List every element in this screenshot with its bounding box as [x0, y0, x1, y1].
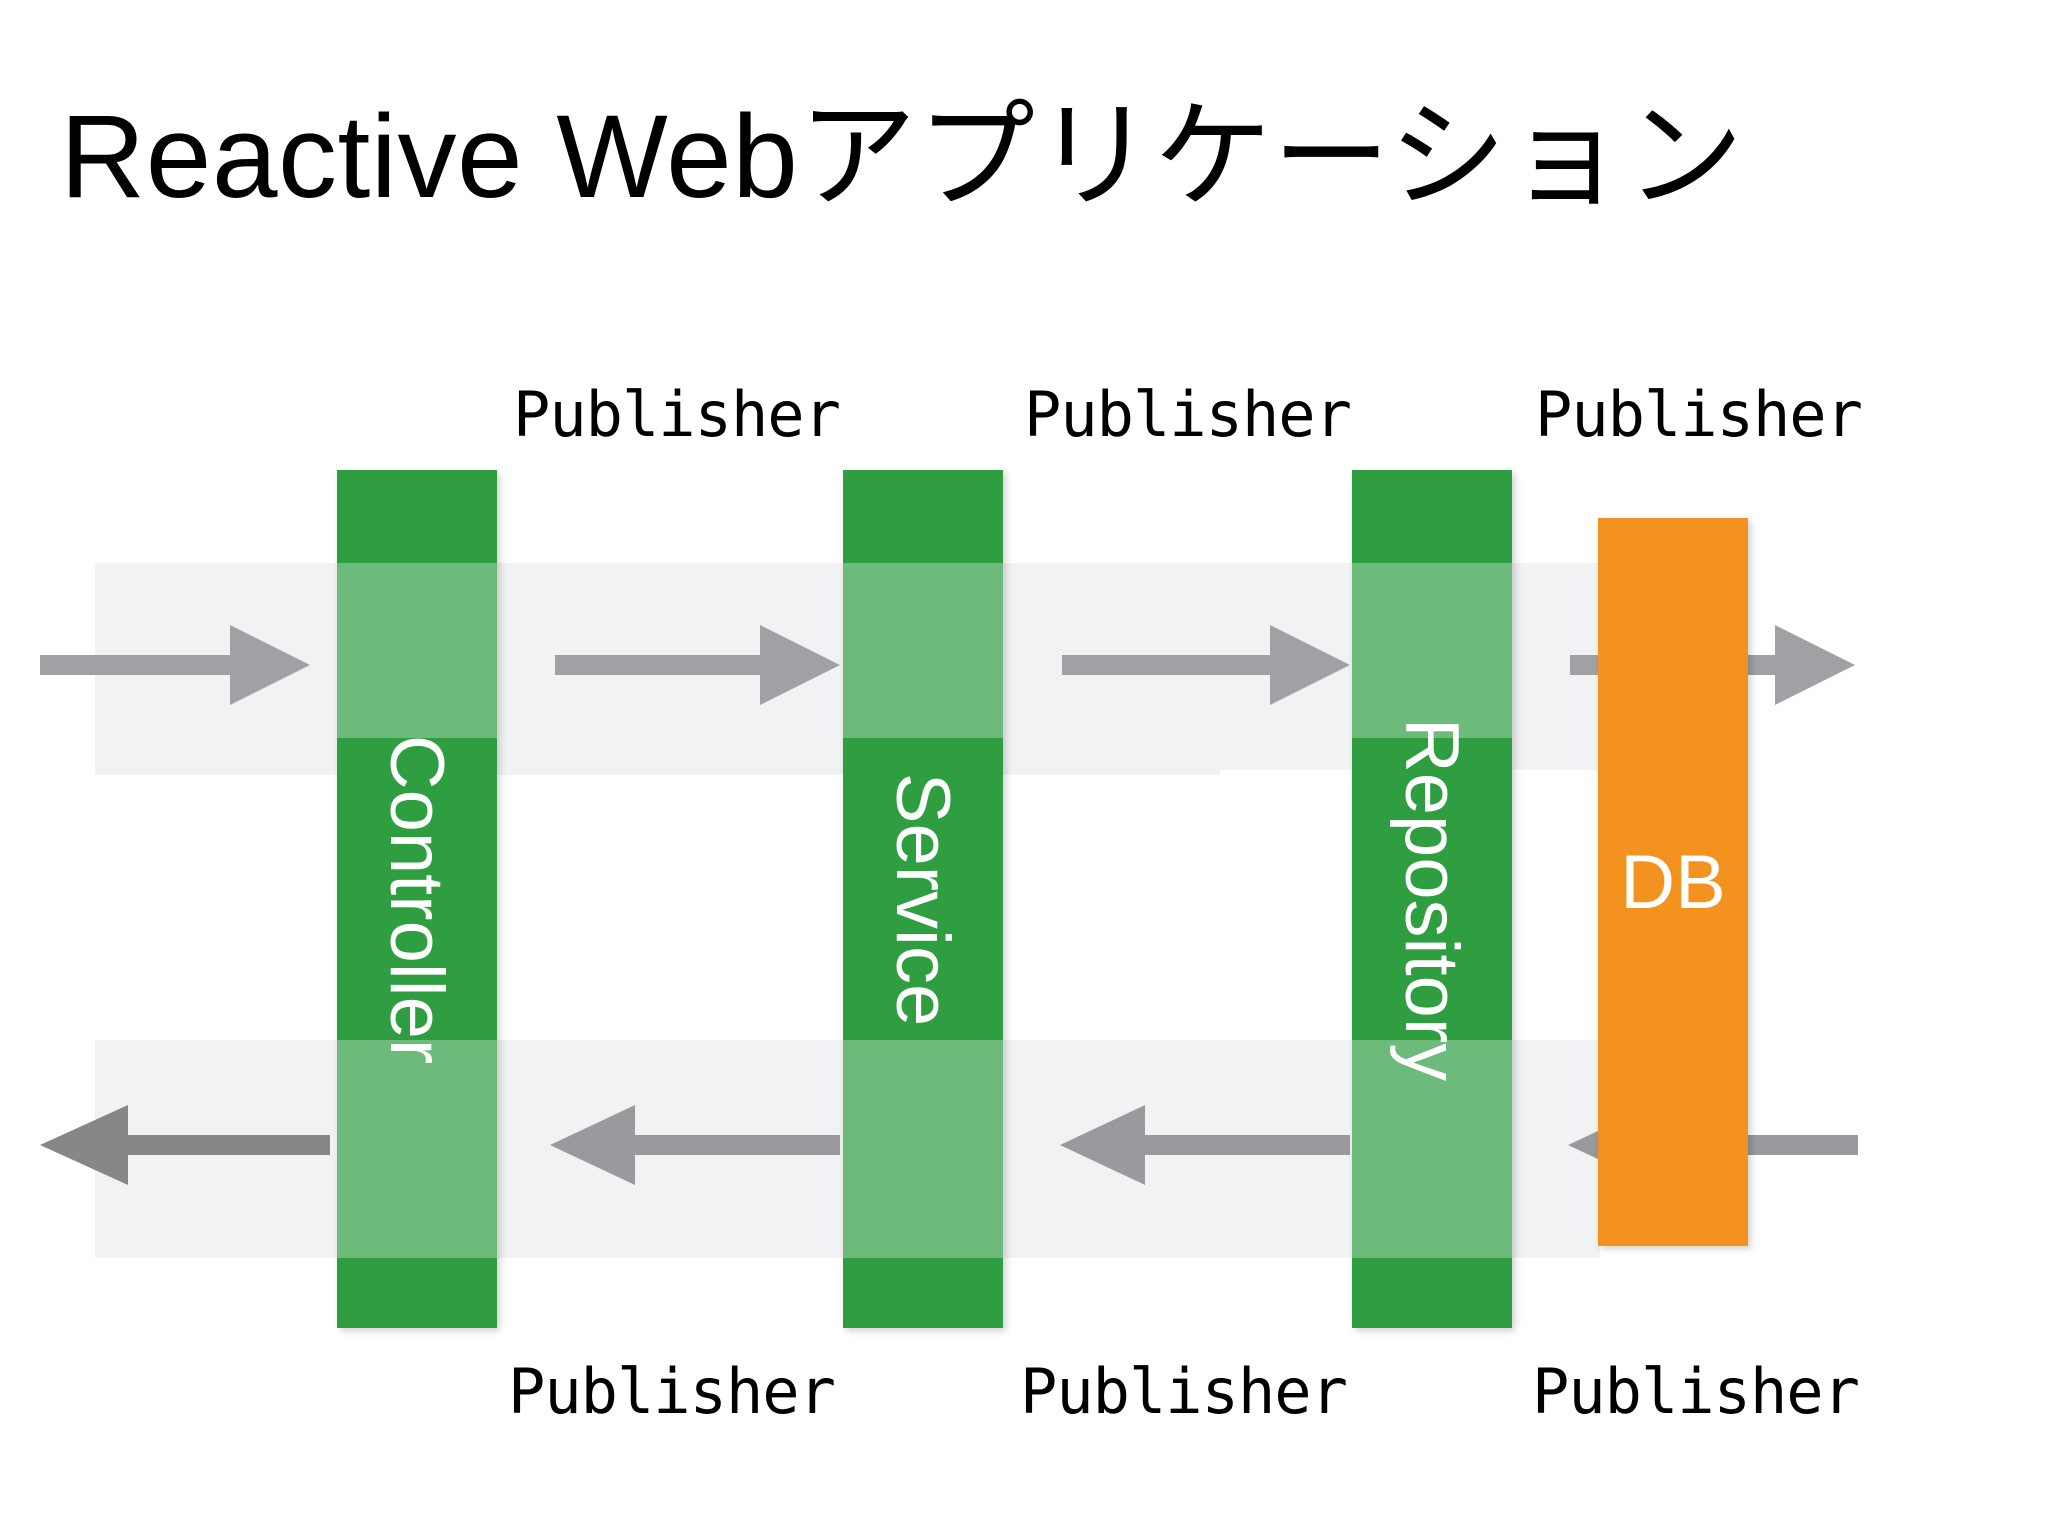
node-controller-fill — [337, 470, 497, 1328]
node-repository-fill — [1352, 470, 1512, 1328]
node-service-fill — [843, 470, 1003, 1328]
publisher-label-top-1: Publisher — [513, 378, 841, 451]
publisher-label-top-2: Publisher — [1024, 378, 1352, 451]
arrow-controller-to-client — [40, 1095, 330, 1195]
publisher-label-bottom-1: Publisher — [508, 1355, 836, 1428]
node-controller-label: Controller — [374, 734, 460, 1064]
publisher-label-top-3: Publisher — [1535, 378, 1863, 451]
arrow-service-to-repository — [1062, 615, 1350, 715]
arrow-controller-to-service — [555, 615, 840, 715]
node-service[interactable]: Service — [843, 470, 1003, 1328]
arrow-repository-to-service — [1060, 1095, 1350, 1195]
publisher-label-bottom-2: Publisher — [1020, 1355, 1348, 1428]
page-title: Reactive Webアプリケーション — [60, 91, 1745, 223]
arrow-service-to-controller — [550, 1095, 840, 1195]
arrow-client-to-controller — [40, 615, 310, 715]
node-repository[interactable]: Repository — [1352, 470, 1512, 1328]
publisher-label-bottom-3: Publisher — [1532, 1355, 1860, 1428]
node-db-label: DB — [1620, 839, 1726, 925]
node-service-label: Service — [880, 772, 966, 1026]
node-db[interactable]: DB — [1598, 518, 1748, 1246]
node-controller[interactable]: Controller — [337, 470, 497, 1328]
node-db-fill — [1598, 518, 1748, 1246]
node-repository-label: Repository — [1389, 717, 1475, 1081]
